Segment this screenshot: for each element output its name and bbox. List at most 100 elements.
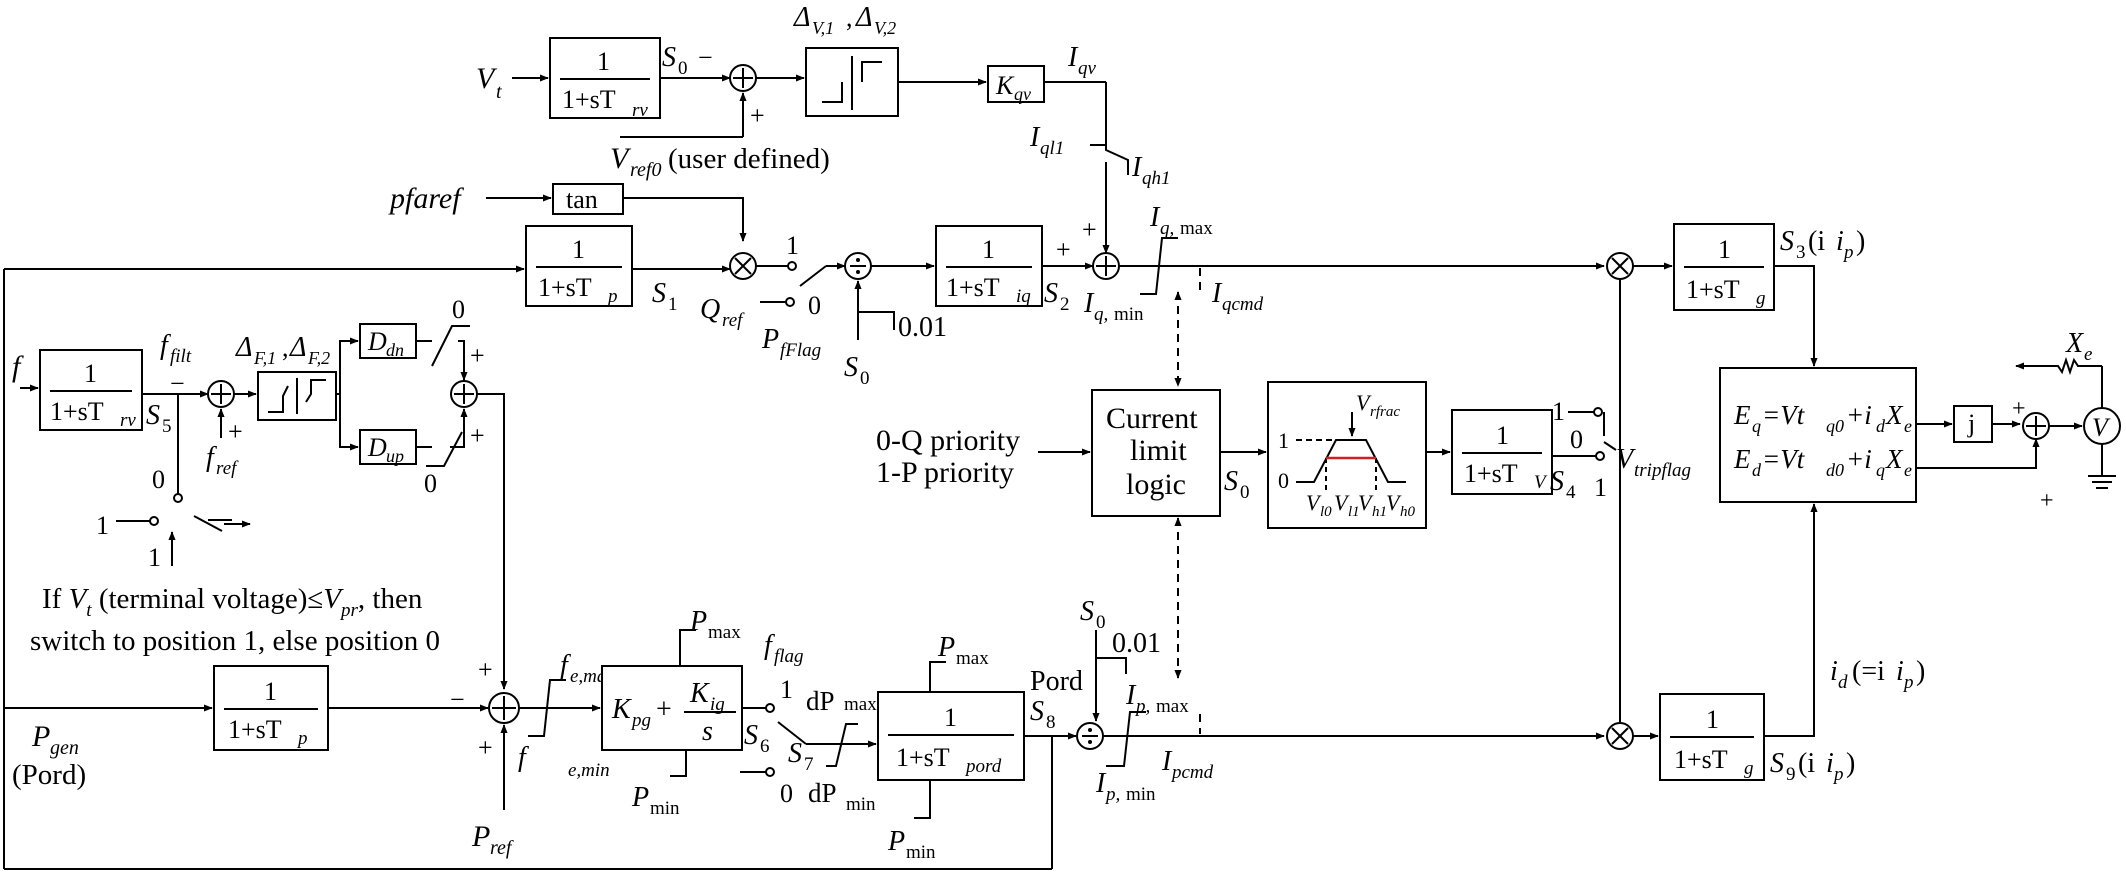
svg-text:S: S xyxy=(1770,748,1784,779)
svg-text:S: S xyxy=(1780,226,1794,257)
ip-min-label: I p, min xyxy=(1095,768,1156,805)
svg-text:filt: filt xyxy=(170,346,192,367)
svg-text:S: S xyxy=(146,400,160,431)
svg-text:9: 9 xyxy=(1786,764,1796,785)
svg-text:e: e xyxy=(1904,416,1912,436)
svg-text:Δ: Δ xyxy=(235,332,252,363)
pmax-label-pi: P max xyxy=(689,606,741,643)
svg-text:d0: d0 xyxy=(1826,460,1844,480)
svg-text:max: max xyxy=(844,694,877,715)
f-input: f xyxy=(12,350,24,383)
svg-text:i: i xyxy=(1896,656,1904,687)
svg-text:V,2: V,2 xyxy=(874,18,896,38)
svg-text:1: 1 xyxy=(780,675,793,704)
svg-text:S: S xyxy=(744,720,758,751)
svg-text:0: 0 xyxy=(678,58,688,79)
svg-text:6: 6 xyxy=(760,736,770,757)
svg-text:1+sT: 1+sT xyxy=(1464,459,1518,488)
svg-text:ref: ref xyxy=(490,837,514,859)
svg-text:1: 1 xyxy=(944,703,957,732)
svg-text:i: i xyxy=(1836,226,1844,257)
pgen-input: P gen (Pord) xyxy=(12,720,86,791)
svg-text:E: E xyxy=(1733,444,1751,474)
svg-text:S: S xyxy=(662,42,676,73)
switch-pos-1-bottom: 1 xyxy=(148,543,161,572)
svg-text:2: 2 xyxy=(1060,294,1070,315)
svg-text:h0: h0 xyxy=(1400,504,1416,520)
svg-text:Current: Current xyxy=(1106,402,1198,435)
svg-text:+: + xyxy=(470,341,485,370)
svg-text:1: 1 xyxy=(1552,397,1565,426)
svg-text:X: X xyxy=(1885,444,1904,474)
svg-text:+: + xyxy=(1056,235,1071,264)
svg-text:I: I xyxy=(1029,122,1041,153)
svg-text:P: P xyxy=(887,826,905,857)
delta-v-label: Δ V,1 , Δ V,2 xyxy=(793,2,896,38)
s0-label-cll: S 0 xyxy=(1224,466,1250,503)
svg-text:0: 0 xyxy=(152,465,165,494)
voltage-source-icon: V xyxy=(2083,366,2121,489)
svg-text:d: d xyxy=(1876,416,1886,436)
svg-text:0: 0 xyxy=(1570,425,1583,454)
svg-text:j: j xyxy=(1967,409,1975,438)
kqv-gain-block: K qv xyxy=(987,65,1045,104)
svg-text:P: P xyxy=(471,820,490,853)
voltage-deadband-block xyxy=(805,47,899,117)
svg-text:5: 5 xyxy=(162,416,172,437)
svg-text:I: I xyxy=(1095,768,1107,799)
iq-min-label: I q, min xyxy=(1083,288,1144,325)
svg-text:(user defined): (user defined) xyxy=(668,143,830,175)
svg-text:+i: +i xyxy=(1846,400,1872,430)
svg-text:pord: pord xyxy=(964,756,1002,777)
svg-text:0: 0 xyxy=(452,295,465,324)
f-label-p: f xyxy=(518,742,529,773)
svg-text:q: q xyxy=(1876,460,1885,480)
svg-text:(Pord): (Pord) xyxy=(12,759,86,791)
svg-text:l0: l0 xyxy=(1320,504,1332,520)
svg-text:(i: (i xyxy=(1798,748,1815,779)
svg-text:+: + xyxy=(750,101,765,130)
svg-text:V: V xyxy=(1306,490,1322,515)
svg-text:1+sT: 1+sT xyxy=(50,397,104,426)
svg-text:g: g xyxy=(1744,758,1754,779)
svg-text:max: max xyxy=(1156,696,1189,717)
svg-text:pg: pg xyxy=(630,710,651,731)
svg-text:f: f xyxy=(560,650,571,681)
droop-summing-junction xyxy=(450,380,478,408)
s6-label: S 6 xyxy=(744,720,770,757)
voltage-trip-function-block: 1 0 V rfrac V l0 V l1 V h1 V h0 xyxy=(1267,381,1427,529)
fflag-label: f flag xyxy=(764,630,804,667)
svg-text:S: S xyxy=(1224,466,1238,497)
svg-text:0: 0 xyxy=(808,291,821,320)
svg-text:f: f xyxy=(160,330,171,361)
s3-label: S 3 (i i p ) xyxy=(1780,226,1865,263)
svg-text:S: S xyxy=(1030,696,1044,727)
tp-filter-block-q: 1 1+sT p xyxy=(525,225,633,307)
svg-text:D: D xyxy=(367,327,387,356)
pmin-label-pi: P min xyxy=(631,782,680,819)
svg-text:p: p xyxy=(1842,242,1854,263)
svg-text:P: P xyxy=(761,324,779,355)
svg-text:V: V xyxy=(1334,490,1350,515)
tpord-filter-block: 1 1+sT pord xyxy=(877,691,1025,781)
svg-text:p: p xyxy=(1902,672,1914,693)
divider-p xyxy=(1076,722,1104,750)
svg-text:qcmd: qcmd xyxy=(1222,294,1264,315)
svg-text:If Vt (terminal voltage)≤Vpr,: If Vt (terminal voltage)≤Vpr, then xyxy=(42,583,423,621)
svg-text:d: d xyxy=(1752,460,1762,480)
svg-text:i: i xyxy=(1826,748,1834,779)
svg-text:V: V xyxy=(2092,413,2111,442)
svg-text:=Vt: =Vt xyxy=(1762,400,1806,430)
svg-text:1+sT: 1+sT xyxy=(228,715,282,744)
svg-text:min: min xyxy=(906,842,936,863)
plus-droop: + xyxy=(478,655,493,684)
svg-text:ig: ig xyxy=(710,694,725,715)
tv-filter-block: 1 1+sT V xyxy=(1451,409,1553,495)
divider-q xyxy=(844,252,872,280)
svg-text:I: I xyxy=(1067,42,1079,73)
s7-label: S 7 xyxy=(788,738,814,775)
freq-deadband-block xyxy=(257,371,337,421)
pfflag-label: P fFlag xyxy=(761,324,821,361)
svg-text:e: e xyxy=(2084,344,2092,365)
